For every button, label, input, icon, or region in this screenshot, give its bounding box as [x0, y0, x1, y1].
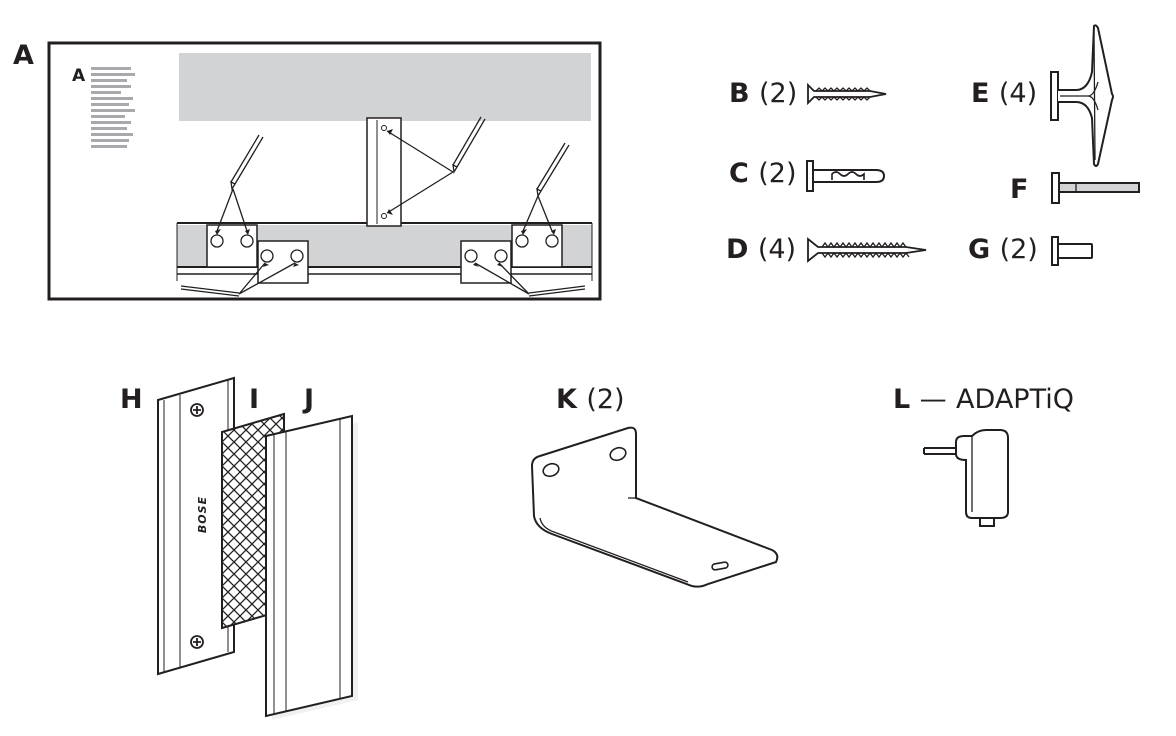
part-j-letter: J — [304, 384, 315, 415]
part-d-letter: D — [726, 234, 749, 265]
part-c-letter: C — [729, 158, 749, 189]
part-e-qty: (4) — [998, 78, 1038, 109]
part-l-letter: L — [893, 384, 911, 415]
bolt-pin-icon — [1051, 172, 1140, 204]
part-l-name: ADAPTiQ — [956, 384, 1074, 415]
part-h-letter: H — [120, 384, 143, 415]
part-c-label: C (2) — [729, 160, 796, 187]
wall-bracket-icon — [530, 426, 779, 588]
wall-anchor-icon — [806, 160, 886, 192]
part-d-label: D (4) — [726, 236, 796, 263]
part-g-letter: G — [968, 234, 991, 265]
part-f-letter: F — [1010, 174, 1029, 205]
template-inner-letter: A — [72, 66, 86, 86]
part-k-letter: K — [556, 384, 577, 415]
part-d-qty: (4) — [757, 234, 797, 265]
part-i-letter: I — [249, 384, 260, 415]
part-l-dash: — — [919, 384, 947, 415]
short-screw-icon — [807, 82, 887, 106]
part-g-label: G (2) — [968, 236, 1038, 263]
part-g-qty: (2) — [999, 234, 1038, 265]
template-instruction-lines — [91, 67, 135, 148]
spacer-icon — [1051, 236, 1093, 266]
part-c-qty: (2) — [758, 158, 797, 189]
part-k-qty: (2) — [586, 384, 625, 415]
bose-logo: BOSE — [196, 495, 210, 534]
part-l-label: L — ADAPTiQ — [893, 386, 1074, 413]
part-e-letter: E — [971, 78, 990, 109]
mounting-template-illustration — [47, 41, 602, 301]
adaptiq-headset-icon — [923, 429, 1009, 527]
grille-foam-cover-illustration — [157, 376, 358, 720]
part-b-label: B (2) — [729, 80, 797, 107]
toggle-anchor-icon — [1050, 24, 1114, 167]
part-k-label: K (2) — [556, 386, 625, 413]
part-b-qty: (2) — [759, 78, 798, 109]
part-e-label: E (4) — [971, 80, 1037, 107]
long-screw-icon — [807, 237, 927, 263]
part-b-letter: B — [729, 78, 750, 109]
part-a-letter: A — [13, 40, 34, 71]
